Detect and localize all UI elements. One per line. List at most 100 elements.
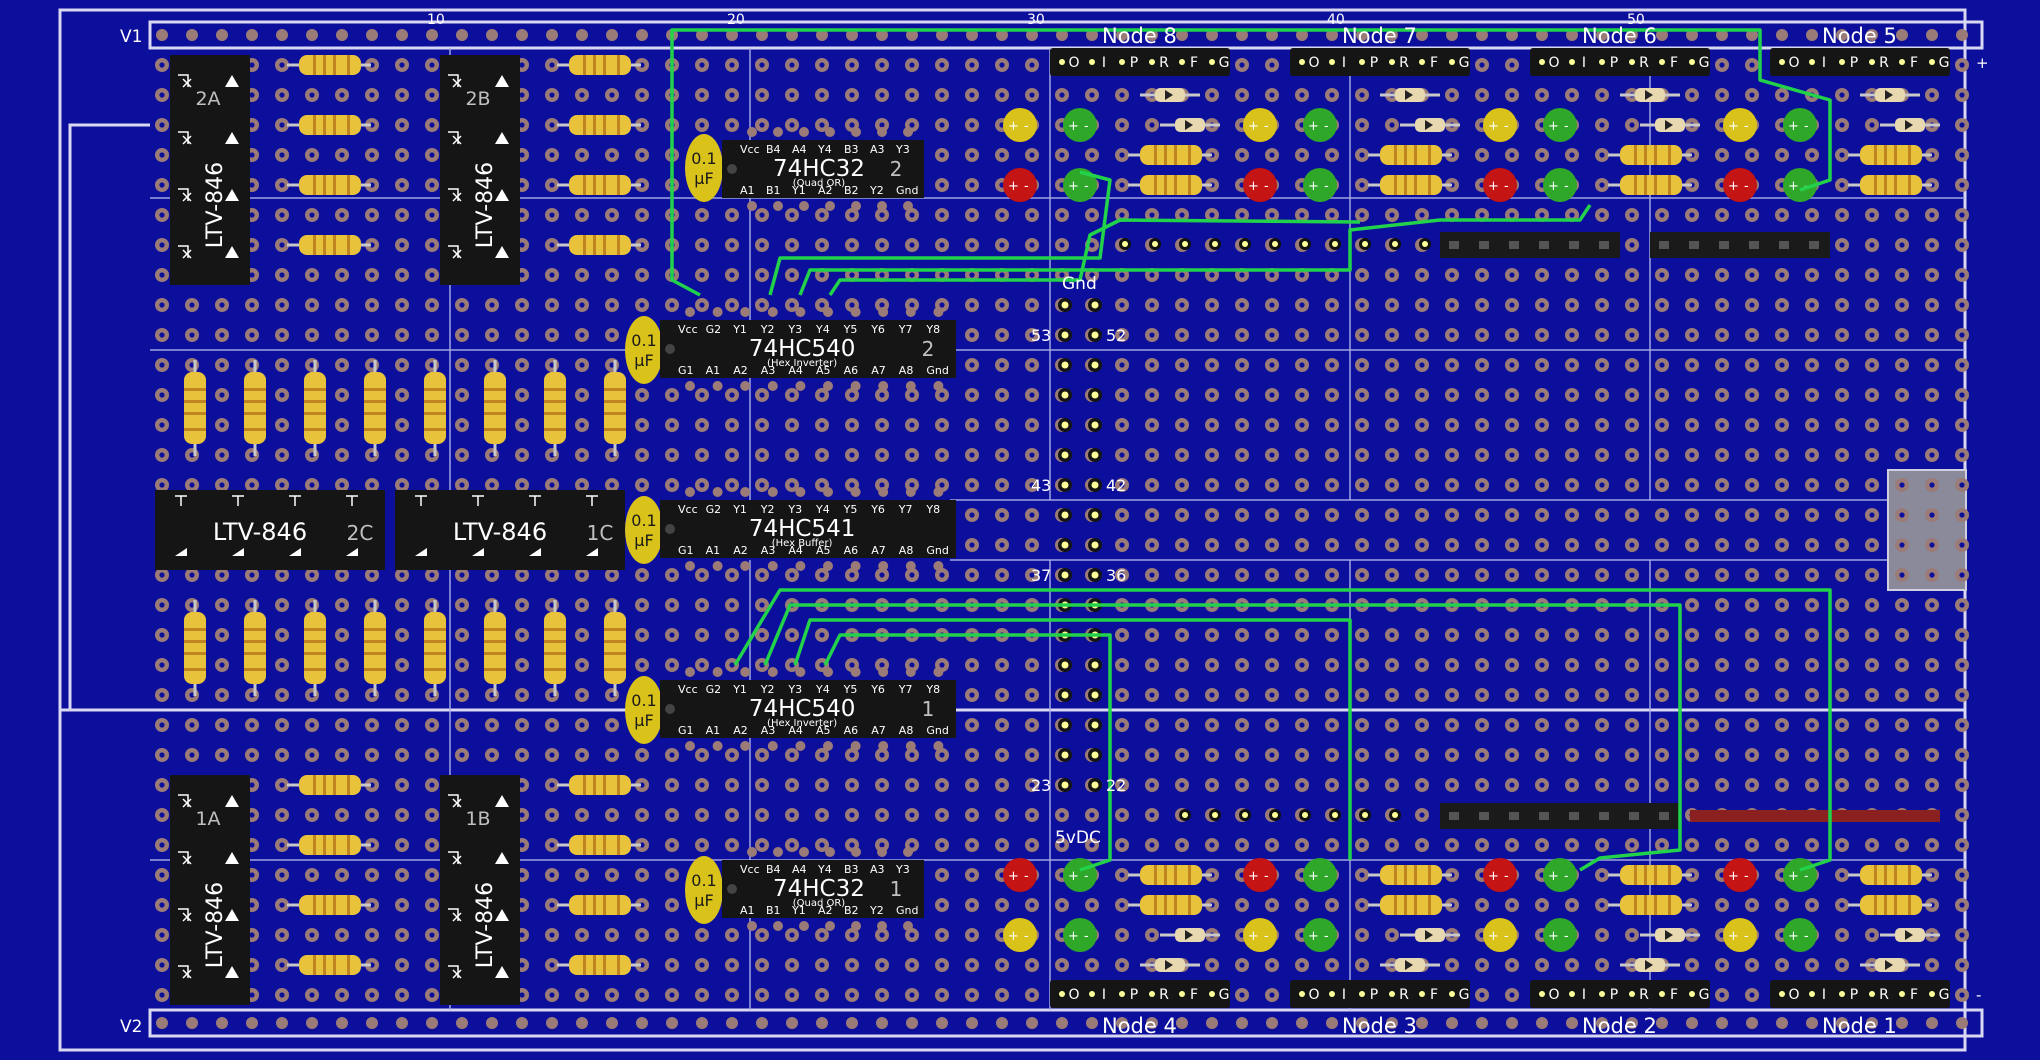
resistor-band: [304, 628, 326, 631]
pad-hole: [729, 782, 735, 788]
pad-hole: [609, 452, 615, 458]
pad-hole: [1449, 842, 1455, 848]
chip-pin-label: A7: [871, 544, 886, 557]
pad-hole: [699, 302, 705, 308]
chip-pin-label: Y1: [791, 184, 806, 197]
resistor: [557, 115, 641, 135]
pad-hole: [1809, 302, 1815, 308]
pad-hole: [1509, 542, 1515, 548]
diode: [1140, 958, 1200, 972]
transistor-symbol: [448, 245, 462, 259]
resistor-body: [1380, 145, 1442, 165]
rail-pad: [1926, 29, 1938, 41]
pad-hole: [969, 332, 975, 338]
pad-hole: [669, 602, 675, 608]
rail-pad: [426, 1017, 438, 1029]
pad-hole: [1539, 782, 1545, 788]
resistor: [557, 775, 641, 795]
header-socket: [1539, 812, 1549, 820]
resistor-band: [583, 835, 586, 855]
resistor: [484, 600, 506, 696]
pad-hole: [1299, 692, 1305, 698]
resistor-band: [1188, 175, 1191, 195]
chip-pad: [712, 487, 723, 497]
pad-hole: [1929, 242, 1935, 248]
node-header-body: [1050, 980, 1230, 1008]
pad-hole: [669, 842, 675, 848]
pad-hole: [759, 422, 765, 428]
resistor: [244, 600, 266, 696]
pad-hole: [1629, 542, 1635, 548]
pad-hole: [1149, 692, 1155, 698]
node-header-pin-label: R: [1399, 987, 1409, 1003]
resistor-band: [323, 55, 326, 75]
pad-hole: [429, 452, 435, 458]
pad-hole: [1419, 392, 1425, 398]
pad-hole: [309, 872, 315, 878]
pad-hole: [1449, 302, 1455, 308]
pad-hole: [1539, 152, 1545, 158]
pad-hole: [1479, 512, 1485, 518]
chip-body: [660, 320, 956, 378]
pad-hole: [879, 212, 885, 218]
resistor-band: [1654, 145, 1657, 165]
chip-pad: [747, 201, 757, 211]
diode-mark: [1405, 90, 1413, 100]
rail-pad: [1866, 1017, 1878, 1029]
pad-hole: [639, 752, 645, 758]
pad-hole: [909, 62, 915, 68]
capacitor-body: [685, 134, 723, 202]
pad-hole: [1029, 452, 1035, 458]
pad-hole: [729, 962, 735, 968]
pad-hole: [1539, 752, 1545, 758]
pad-hole: [909, 122, 915, 128]
pad-hole: [879, 242, 885, 248]
pad-hole: [969, 932, 975, 938]
rail-pad: [876, 29, 888, 41]
chip-subtitle: (Quad OR): [793, 178, 846, 189]
pad-hole: [1479, 212, 1485, 218]
pad-hole: [1779, 542, 1785, 548]
pad-hole: [1209, 692, 1215, 698]
led-body: [1003, 858, 1037, 892]
pad-hole: [249, 872, 255, 878]
pad-hole: [1329, 782, 1335, 788]
resistor-band: [347, 115, 350, 135]
optocoupler-unit: 2B: [465, 88, 490, 110]
pad-hole: [1659, 842, 1665, 848]
pad-hole: [1629, 272, 1635, 278]
pad-hole: [609, 482, 615, 488]
resistor-body: [1620, 145, 1682, 165]
pad-hole: [909, 572, 915, 578]
pad-hole: [819, 482, 825, 488]
transistor-symbol: [529, 495, 541, 506]
chip-pad: [877, 847, 887, 857]
resistor-band: [617, 235, 620, 255]
pad-hole: [1179, 512, 1185, 518]
rail-pad: [936, 29, 948, 41]
resistor-band: [333, 175, 336, 195]
pad-hole: [519, 572, 525, 578]
pad-hole: [519, 152, 525, 158]
resistor-band: [184, 400, 206, 403]
pad-hole: [1119, 392, 1125, 398]
pad-hole: [1029, 842, 1035, 848]
pad-hole: [609, 92, 615, 98]
resistor-band: [323, 955, 326, 975]
pad-hole: [1659, 542, 1665, 548]
pad-hole: [1299, 782, 1305, 788]
pad-hole: [849, 242, 855, 248]
pad-hole: [519, 332, 525, 338]
chip-pad: [712, 307, 723, 317]
pad-hole: [1689, 572, 1695, 578]
chip-pad: [740, 741, 751, 751]
pad-hole: [1929, 752, 1935, 758]
pad-hole: [1569, 152, 1575, 158]
pad-hole: [1419, 842, 1425, 848]
pad-hole: [1239, 782, 1245, 788]
pad-hole: [489, 302, 495, 308]
bus-pin: [1061, 721, 1069, 729]
pad-hole: [309, 362, 315, 368]
rail-pad: [1896, 29, 1908, 41]
pad-hole: [699, 272, 705, 278]
